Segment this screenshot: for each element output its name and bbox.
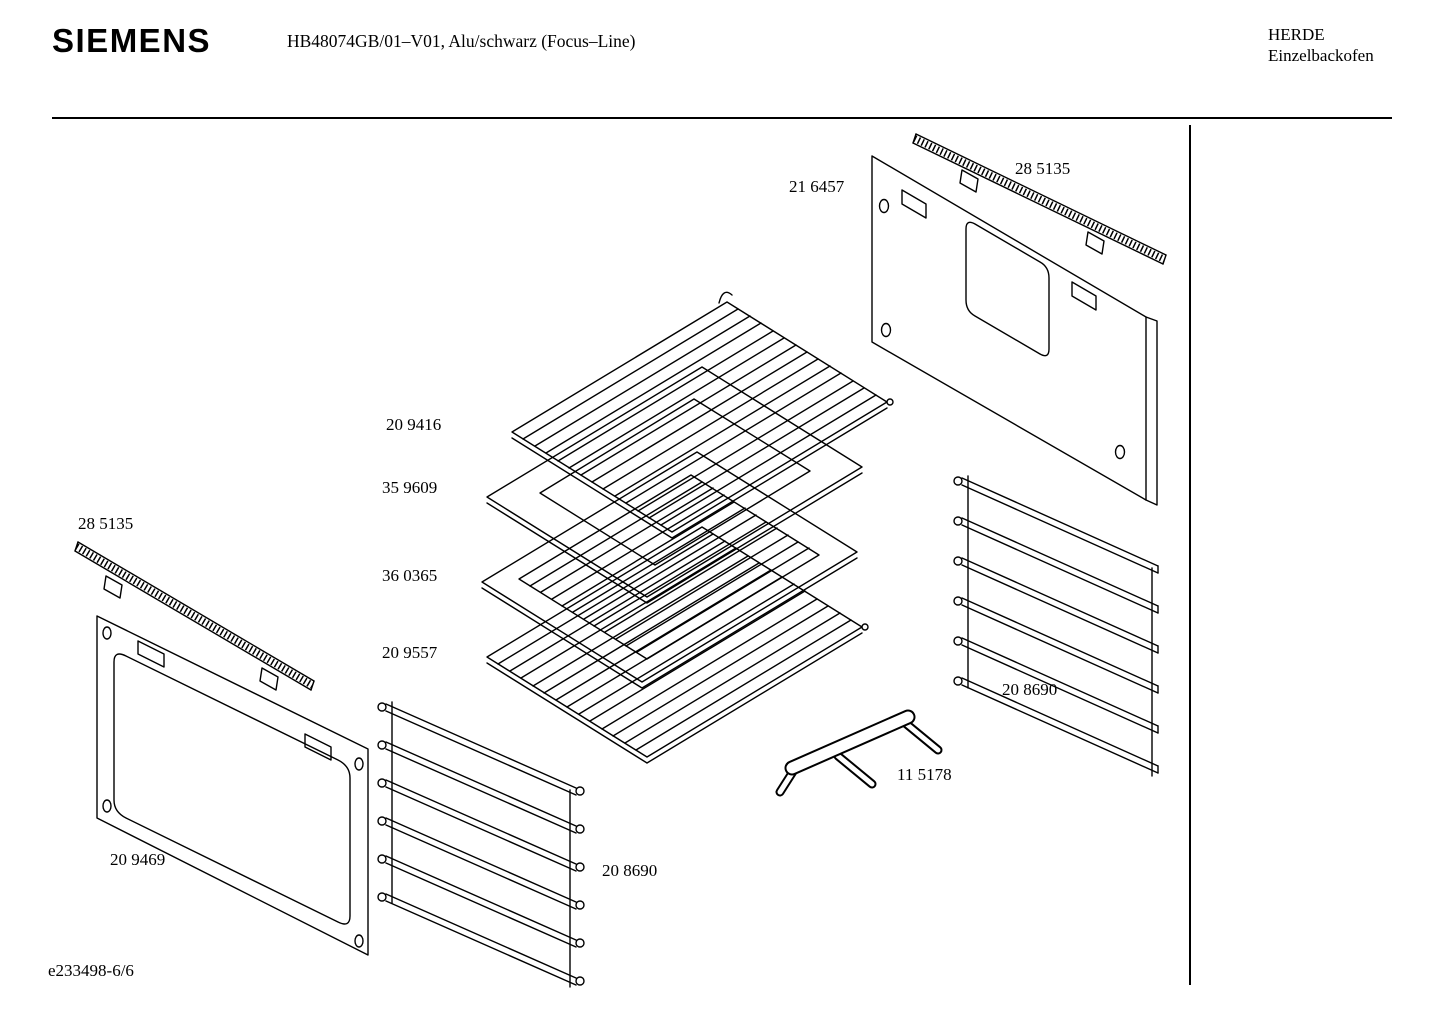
part-label-wire-shelf-upper: 20 9416 (386, 415, 441, 434)
side-rack-left-drawing (377, 701, 585, 988)
part-label-door-handle: 11 5178 (897, 765, 952, 784)
top-mounting-rail-drawing (912, 133, 1167, 265)
right-margin-divider (1189, 125, 1191, 985)
brand-logo: SIEMENS (52, 22, 212, 59)
part-label-rail-top-right: 28 5135 (1015, 159, 1070, 178)
part-label-rail-left: 28 5135 (78, 514, 133, 533)
part-label-grill-insert: 36 0365 (382, 566, 437, 585)
door-handle-drawing (775, 709, 943, 797)
category-line1: HERDE (1268, 25, 1325, 44)
wire-shelf-upper-drawing (511, 291, 894, 539)
wire-shelf-lower-drawing (486, 526, 869, 764)
part-label-wire-shelf-lower: 20 9557 (382, 643, 438, 662)
door-panel-drawing (96, 615, 369, 956)
rear-panel-drawing (871, 155, 1158, 506)
part-label-baking-tray: 35 9609 (382, 478, 437, 497)
model-title: HB48074GB/01–V01, Alu/schwarz (Focus–Lin… (287, 31, 636, 51)
header-divider (52, 117, 1392, 119)
category-line2: Einzelbackofen (1268, 46, 1374, 65)
left-mounting-rail-drawing (74, 541, 315, 691)
part-label-door-panel: 20 9469 (110, 850, 165, 869)
part-label-side-rack-right: 20 8690 (1002, 680, 1057, 699)
grill-insert-drawing (481, 451, 858, 689)
side-rack-right-drawing (953, 475, 1159, 777)
category-block: HERDE Einzelbackofen (1268, 24, 1374, 66)
part-label-rear-panel: 21 6457 (789, 177, 845, 196)
baking-tray-drawing (486, 366, 863, 604)
part-label-side-rack-left: 20 8690 (602, 861, 657, 880)
part-labels: 28 5135 21 6457 20 9416 35 9609 36 0365 … (78, 159, 1070, 880)
document-code: e233498-6/6 (48, 961, 134, 980)
